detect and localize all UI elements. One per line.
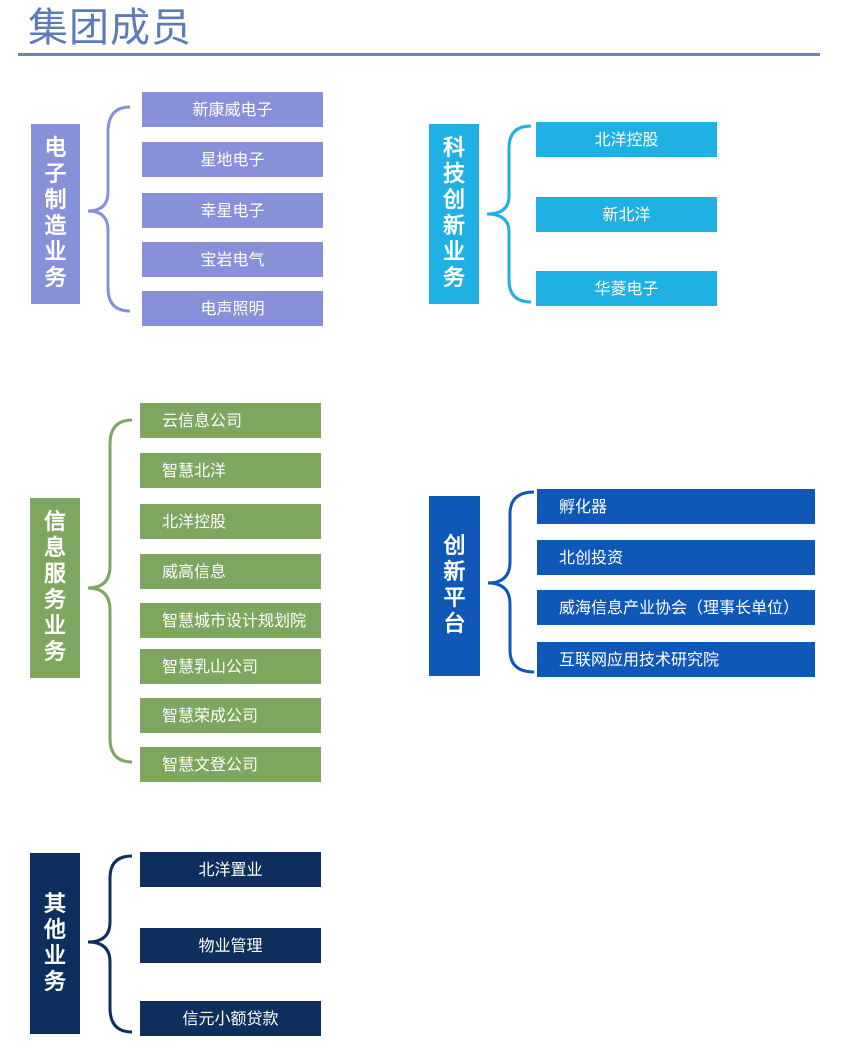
group-item: 云信息公司: [140, 403, 321, 438]
category-innovation-platform: 创新平台: [429, 496, 480, 676]
group-item: 智慧文登公司: [140, 747, 321, 782]
group-item: 新北洋: [536, 197, 717, 232]
brace-other: [87, 854, 133, 1034]
group-item: 互联网应用技术研究院: [537, 642, 815, 677]
group-item: 物业管理: [140, 928, 321, 963]
brace-tech: [486, 124, 532, 304]
category-other-business: 其他业务: [30, 853, 80, 1034]
group-item: 智慧荣成公司: [140, 698, 321, 733]
group-item: 宝岩电气: [142, 242, 323, 277]
group-item: 幸星电子: [142, 193, 323, 228]
group-item: 电声照明: [142, 291, 323, 326]
group-item: 智慧乳山公司: [140, 649, 321, 684]
group-item: 新康威电子: [142, 92, 323, 127]
group-item: 孵化器: [537, 489, 815, 524]
group-item: 星地电子: [142, 142, 323, 177]
group-item: 智慧北洋: [140, 453, 321, 488]
category-electronics-manufacturing: 电子制造业务: [31, 124, 80, 304]
group-item: 北洋控股: [536, 122, 717, 157]
group-item: 北创投资: [537, 540, 815, 575]
group-item: 北洋控股: [140, 504, 321, 539]
group-item: 威海信息产业协会（理事长单位）: [537, 590, 815, 625]
group-item: 信元小额贷款: [140, 1001, 321, 1036]
brace-platform: [487, 490, 535, 674]
group-item: 北洋置业: [140, 852, 321, 887]
category-information-services: 信息服务业务: [30, 498, 80, 678]
title-underline: [18, 53, 820, 56]
category-tech-innovation: 科技创新业务: [429, 124, 479, 304]
group-item: 华菱电子: [536, 271, 717, 306]
group-item: 智慧城市设计规划院: [140, 603, 321, 638]
brace-electronics: [87, 105, 131, 313]
page-title: 集团成员: [28, 5, 192, 51]
brace-information: [87, 418, 133, 764]
group-item: 威高信息: [140, 554, 321, 589]
